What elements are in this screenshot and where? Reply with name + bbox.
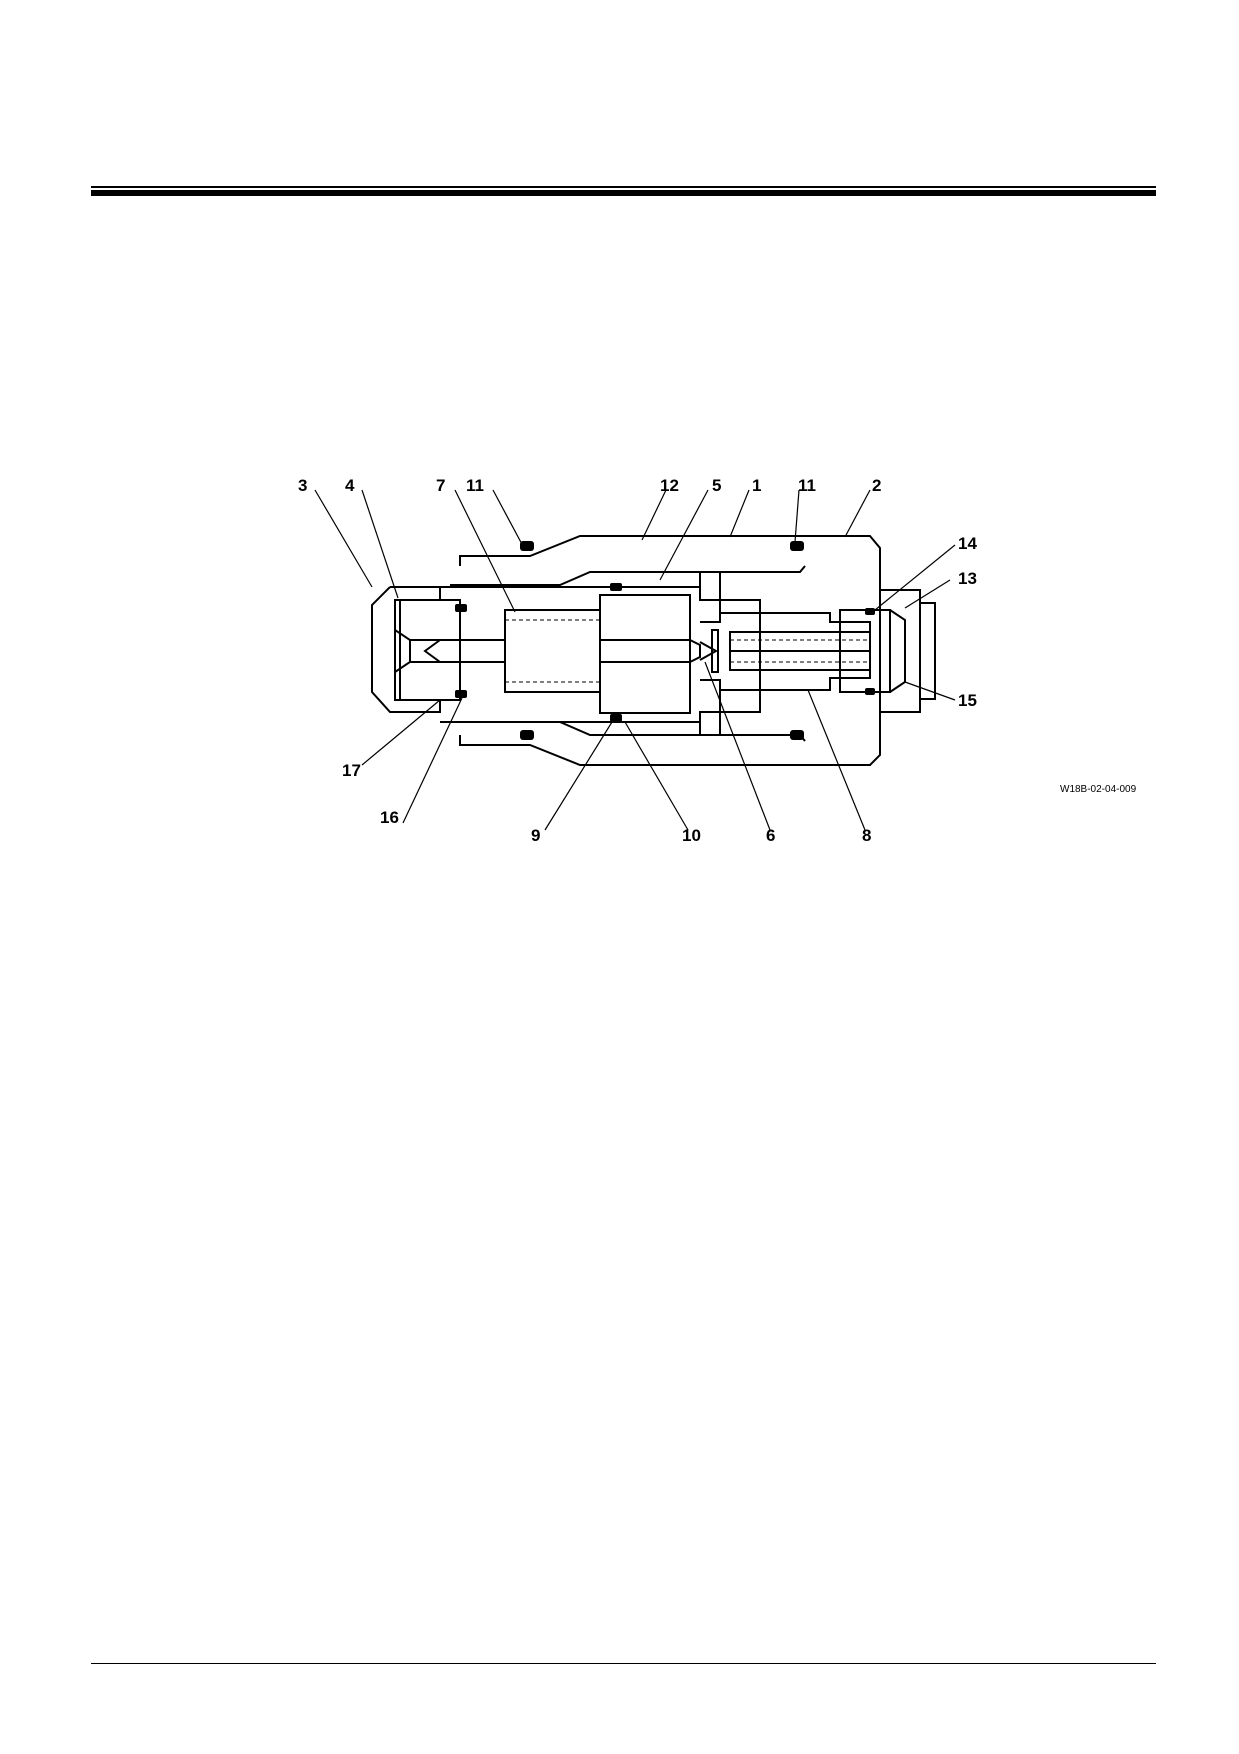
callout-17: 17	[342, 761, 361, 780]
callout-11-right: 11	[798, 476, 816, 495]
callout-10: 10	[682, 826, 701, 845]
callout-8: 8	[862, 826, 871, 845]
callout-14: 14	[958, 534, 977, 553]
callout-16: 16	[380, 808, 399, 827]
callout-5: 5	[712, 476, 721, 495]
callout-7: 7	[436, 476, 445, 495]
figure-code: W18B-02-04-009	[1060, 784, 1137, 795]
inner-dashed-lines	[505, 619, 870, 683]
callout-13: 13	[958, 569, 977, 588]
callout-labels: 3 4 7 11 12 5 1 11 2 14 13 15 17 16 9 10…	[298, 476, 977, 845]
o-ring-seals	[455, 541, 875, 740]
callout-2: 2	[872, 476, 881, 495]
callout-12: 12	[660, 476, 679, 495]
footer-rule	[91, 1663, 1156, 1664]
callout-11-left: 11	[466, 476, 484, 495]
header-rule-thin	[91, 186, 1156, 188]
callout-9: 9	[531, 826, 540, 845]
callout-3: 3	[298, 476, 307, 495]
callout-15: 15	[958, 691, 977, 710]
housing-outline	[371, 535, 936, 766]
callout-1: 1	[752, 476, 761, 495]
leader-lines	[314, 489, 956, 831]
header-rule-thick	[91, 190, 1156, 196]
callout-4: 4	[345, 476, 355, 495]
callout-6: 6	[766, 826, 775, 845]
